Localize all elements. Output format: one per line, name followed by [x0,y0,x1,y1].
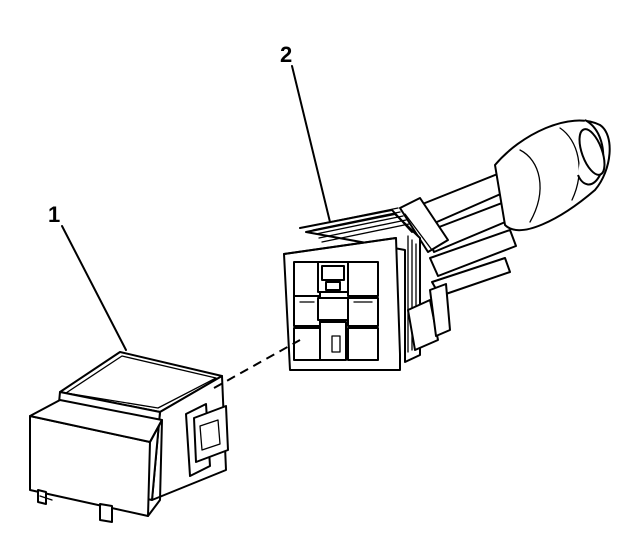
relay-connector [283,207,451,371]
callout-2: 2 [280,42,292,67]
mating-line [213,339,301,389]
relay [29,351,229,523]
callout-1: 1 [48,202,60,227]
leader-line-1 [61,225,127,351]
wire-harness [399,119,611,297]
leader-line-2 [291,65,331,223]
